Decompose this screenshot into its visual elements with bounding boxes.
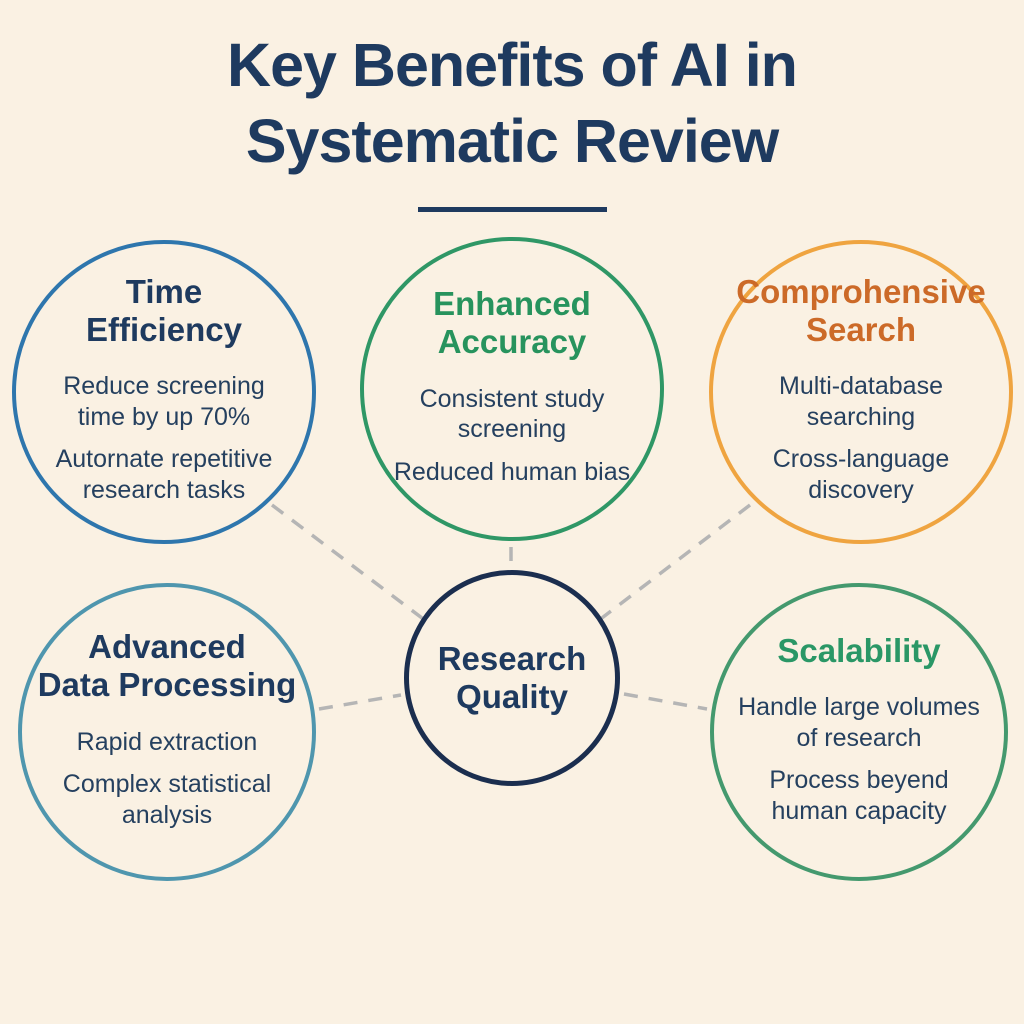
connector-comprehensive-search-to-center <box>596 503 752 623</box>
benefit-title-enhanced-accuracy: Enhanced Accuracy <box>433 284 591 361</box>
benefit-point: Process beyend human capacity <box>769 766 949 825</box>
connector-scalability-to-center <box>623 692 708 711</box>
benefit-point: Rapid extraction <box>76 727 258 756</box>
benefit-circle-scalability: Scalability Handle large volumes of rese… <box>710 583 1008 881</box>
title-divider <box>418 207 607 212</box>
benefit-circle-advanced-data-processing: Advanced Data Processing Rapid extractio… <box>18 583 316 881</box>
benefit-point: Consistent study screening <box>419 384 605 444</box>
center-circle-label: Research Quality <box>437 639 587 715</box>
connector-advanced-data-to-center <box>318 693 402 711</box>
benefit-title-advanced-data-processing: Advanced Data Processing <box>37 627 297 704</box>
benefit-circle-enhanced-accuracy: Enhanced Accuracy Consistent study scree… <box>360 237 664 541</box>
benefit-point: Autornate repetitive research tasks <box>55 445 273 504</box>
benefit-point: Handle large volumes of research <box>738 693 980 752</box>
benefit-point: Multi-database searching <box>779 372 943 431</box>
benefit-point: Reduced human bias <box>393 457 631 486</box>
benefit-point: Cross-language discovery <box>772 445 950 504</box>
benefit-title-scalability: Scalability <box>777 631 941 669</box>
benefit-title-time-efficiency: Time Efficiency <box>86 272 242 348</box>
benefit-title-comprehensive-search: Comprohensive Search <box>736 272 986 348</box>
benefit-circle-comprehensive-search: Comprohensive Search Multi-database sear… <box>709 240 1013 544</box>
page-title: Key Benefits of AI in Systematic Review <box>227 31 798 175</box>
center-circle-research-quality: Research Quality <box>404 570 620 786</box>
benefit-point: Complex statistical analysis <box>62 770 272 829</box>
connector-time-efficiency-to-center <box>270 503 428 623</box>
benefit-point: Reduce screening time by up 70% <box>63 372 265 431</box>
benefit-circle-time-efficiency: Time Efficiency Reduce screening time by… <box>12 240 316 544</box>
